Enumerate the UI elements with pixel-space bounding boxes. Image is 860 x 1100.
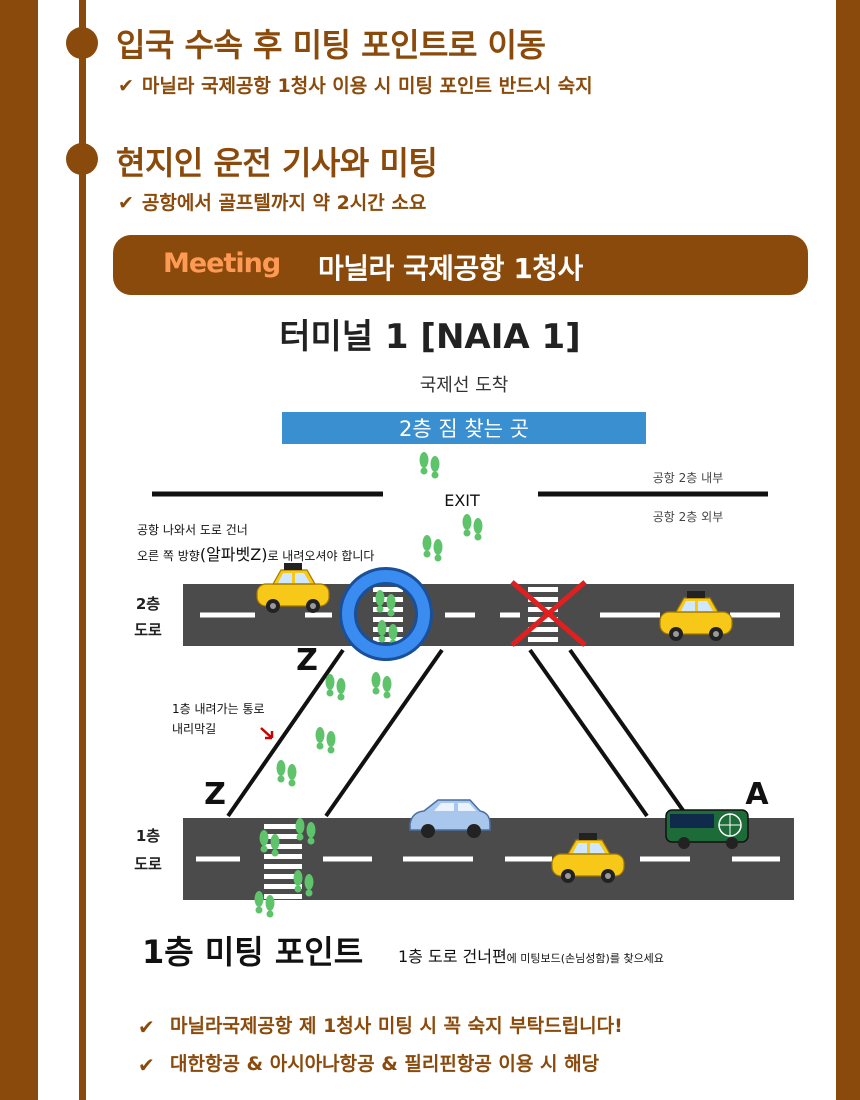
taxi-icon <box>256 562 330 614</box>
check-icon: ✔ <box>118 192 134 214</box>
check-icon: ✔ <box>118 75 134 97</box>
ramp-note-2: 내리막길 <box>172 722 216 736</box>
ramp-left <box>226 648 444 818</box>
arrow-icon <box>260 727 274 740</box>
timeline-dot <box>66 143 98 175</box>
footprint-icon <box>422 535 443 562</box>
bus-icon <box>665 809 749 849</box>
banner-place: 마닐라 국제공항 1청사 <box>318 252 583 285</box>
floor2-label-2: 도로 <box>134 621 162 639</box>
step-note-text: 마닐라 국제공항 1청사 이용 시 미팅 포인트 반드시 숙지 <box>141 75 593 97</box>
step-note: ✔ 마닐라 국제공항 1청사 이용 시 미팅 포인트 반드시 숙지 <box>118 71 593 98</box>
cross-note-1: 공항 나와서 도로 건너 <box>137 523 248 537</box>
left-frame <box>0 0 38 1100</box>
arrival-label: 국제선 도착 <box>420 375 509 396</box>
footprint-icon <box>325 674 346 701</box>
floor1-label-1: 1층 <box>136 827 160 845</box>
cross-note-2b: (알파벳Z) <box>200 545 268 564</box>
ramp-right <box>528 648 689 818</box>
check-icon: ✔ <box>138 1053 155 1077</box>
step-note-text: 공항에서 골프텔까지 약 2시간 소요 <box>141 192 427 214</box>
timeline-line <box>79 0 86 1100</box>
footer-note: 마닐라국제공항 제 1청사 미팅 시 꼭 숙지 부탁드립니다! <box>170 1015 623 1037</box>
floor1-label-2: 도로 <box>134 855 162 873</box>
highlight-circle-inner <box>342 570 430 658</box>
floor2-label-1: 2층 <box>136 595 160 613</box>
letter-z-bottom: Z <box>204 777 226 812</box>
car-icon <box>409 799 491 838</box>
letter-a: A <box>745 777 769 812</box>
footprint-icon <box>371 672 392 699</box>
terminal-title: 터미널 1 [NAIA 1] <box>279 317 580 357</box>
right-frame <box>836 0 860 1100</box>
meeting-note-b: 에 미팅보드(손님성함)를 찾으세요 <box>507 952 664 965</box>
cross-note-2c: 로 내려오셔야 합니다 <box>267 549 374 563</box>
baggage-bar <box>282 412 646 444</box>
cross-note-2: 오른 쪽 방향(알파벳Z)로 내려오셔야 합니다 <box>137 545 374 564</box>
footer-note: 대한항공 & 아시아나항공 & 필리핀항공 이용 시 해당 <box>170 1053 600 1075</box>
footprint-icon <box>276 760 297 787</box>
step-note: ✔ 공항에서 골프텔까지 약 2시간 소요 <box>118 188 426 215</box>
crosswalk-1f <box>264 824 302 899</box>
baggage-label: 2층 짐 찾는 곳 <box>399 417 529 441</box>
banner-label: Meeting <box>163 248 281 279</box>
ramp-note-1: 1층 내려가는 통로 <box>172 702 265 716</box>
step-title: 현지인 운전 기사와 미팅 <box>116 144 438 182</box>
cross-mark-icon <box>510 580 587 647</box>
meeting-point-note: 1층 도로 건너편에 미팅보드(손님성함)를 찾으세요 <box>398 947 664 966</box>
footprint-icon <box>419 452 440 479</box>
meeting-note-a: 1층 도로 건너편 <box>398 947 507 966</box>
check-icon: ✔ <box>138 1015 155 1039</box>
letter-z-top: Z <box>296 643 318 678</box>
footprint-icon <box>462 514 483 541</box>
step-title: 입국 수속 후 미팅 포인트로 이동 <box>116 26 546 64</box>
footprint-icon <box>315 727 336 754</box>
outside-label: 공항 2층 외부 <box>653 510 723 524</box>
meeting-point-title: 1층 미팅 포인트 <box>142 933 363 971</box>
cross-note-2a: 오른 쪽 방향 <box>137 549 200 563</box>
timeline-dot <box>66 27 98 59</box>
meeting-banner: Meeting 마닐라 국제공항 1청사 <box>113 235 808 295</box>
exit-label: EXIT <box>444 491 480 510</box>
inside-label: 공항 2층 내부 <box>653 471 723 485</box>
